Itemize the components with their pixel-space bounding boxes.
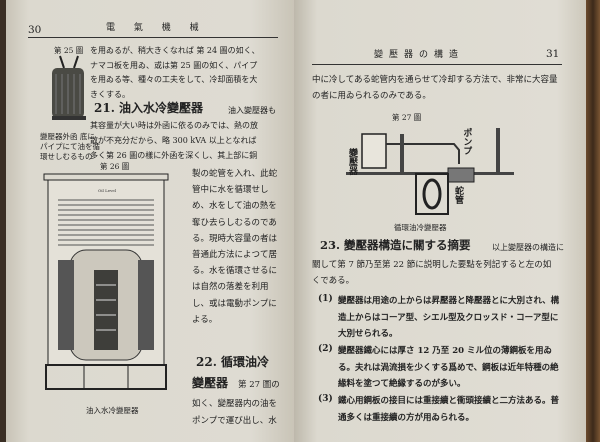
text-line: 第 27 圖の — [238, 380, 280, 390]
page-number: 31 — [546, 48, 560, 60]
section-21-body: 其容量が大い時は外函に依るのみでは、熱の放 散が不充分だから、略 300 kVA… — [90, 118, 258, 163]
left-page: 30 電 氣 機 械 第 25 圖 變壓器外函 底に パイプにて油を循 環せしむ… — [6, 0, 294, 442]
text-line: よる。 — [192, 314, 218, 325]
header-rule — [28, 37, 278, 38]
item-1: 變壓器は用途の上からは昇壓器と降壓器とに大別され、構 造上からはコーア型、シエル… — [338, 293, 559, 343]
transformer-label: 變壓器 — [347, 147, 359, 176]
oil-level-label: Oil Level — [98, 188, 117, 193]
fig27-caption: 循環油冷變壓器 — [394, 223, 447, 232]
book-cover-edge — [586, 0, 600, 442]
text-line: の者に用ゐられるのみである。 — [312, 91, 431, 101]
running-head: 變壓器の構造 — [374, 50, 465, 60]
text-line: 緣料を塗つて絶縁するのが多い。 — [338, 379, 466, 389]
section-23-heading: 23. 變壓器構造に關する摘要 — [320, 238, 471, 252]
text-line: 油入變壓器も — [228, 106, 276, 115]
fig25-illustration — [52, 55, 86, 120]
text-line: 關して第 7 節乃至第 22 節に説明した要點を列記すると左の如 — [312, 260, 552, 270]
section-22-heading-cont: 變壓器 — [192, 376, 229, 390]
text-line: くである。 — [312, 276, 355, 286]
item-2: 變壓器鐵心には厚さ 12 乃至 20 ミル位の薄鋼板を用ゐ る。夫れは渦流損を少… — [338, 343, 559, 393]
text-line: 以上變壓器の構造に — [492, 243, 564, 252]
text-line: は自然の落差を利用 — [192, 282, 269, 293]
section-23-body: 關して第 7 節乃至第 22 節に説明した要點を列記すると左の如 くである。 — [312, 257, 551, 289]
fig26-illustration: Oil Level — [43, 173, 169, 390]
caption-line: 環せしむるもの — [40, 152, 93, 161]
text-line: 變壓器は用途の上からは昇壓器と降壓器とに大別され、構 — [338, 296, 560, 306]
fig27-illustration: 變壓器 ポンプ 蛇管 — [346, 127, 514, 215]
text-line: 造上からはコーア型、シエル型及クロッスド・コーア型に — [338, 312, 559, 323]
coil-label: 蛇管 — [453, 185, 464, 205]
text-line: 中に冷してある蛇管内を通らせて冷却する方法で、非常に大容量 — [312, 75, 558, 85]
fig27-label: 第 27 圖 — [392, 113, 422, 122]
fig26-label: 第 26 圖 — [100, 162, 130, 171]
text-line: 大別せられる。 — [338, 329, 398, 339]
text-line: 變壓器鐵心には厚さ 12 乃至 20 ミル位の薄鋼板を用ゐ — [338, 346, 552, 356]
fig25-caption: 變壓器外函 底に パイプにて油を循 環せしむるもの — [40, 132, 100, 162]
text-line: 製の蛇管を入れ、此蛇 — [192, 169, 278, 179]
caption-line: 變壓器外函 底に — [40, 132, 95, 141]
text-line: 管中に水を循環せし — [192, 185, 269, 196]
right-page: 變壓器の構造 31 中に冷してある蛇管内を通らせて冷却する方法で、非常に大容量 … — [294, 0, 586, 442]
section-22-body: 如く、變壓器内の油を ポンプで運び出し、水 — [192, 396, 277, 430]
text-line: る。現時大容量の者は — [192, 233, 278, 244]
text-line: きくする。 — [90, 89, 130, 99]
pump-label: ポンプ — [461, 127, 472, 155]
text-line: め、水をして油の熱を — [192, 201, 277, 212]
fig26-caption: 油入水冷變壓器 — [86, 406, 139, 415]
section-21-heading: 21. 油入水冷變壓器 — [94, 101, 204, 115]
text-line: を用ゐるが、稍大きくなれば 第 24 圖の如く、 — [90, 46, 260, 55]
text-line: 其容量が大い時は外函に依るのみでは、熱の放 — [90, 121, 258, 130]
text-line: 普通此方法によつて居 — [192, 250, 278, 261]
page-number: 30 — [28, 24, 42, 36]
text-line: を用ゐる等、種々の工夫をして、冷却面積を大 — [90, 75, 258, 84]
text-line: る。夫れは渦流損を少くする爲めで、鋼板は近年特種の絶 — [338, 362, 559, 373]
text-line: 多く第 26 圖の樣に外函を深くし、其上部に銅 — [90, 151, 258, 160]
text-line: 鐵心用鋼板の接目には重接續と衝頭接續と二方法ある。普 — [338, 396, 560, 406]
text-line: 通多くは重接續の方が用ゐられる。 — [338, 412, 475, 423]
fig25-label: 第 25 圖 — [54, 46, 84, 55]
text-line: 奪ひ去らしむるのであ — [192, 217, 277, 228]
running-head: 電 氣 機 械 — [106, 23, 207, 33]
column-text: 製の蛇管を入れ、此蛇 管中に水を循環せし め、水をして油の熱を 奪ひ去らしむるの… — [192, 166, 277, 328]
text-line: し、或は電動ポンプに — [192, 298, 277, 309]
text-line: 如く、變壓器内の油を — [192, 399, 278, 409]
intro-paragraph: を用ゐるが、稍大きくなれば 第 24 圖の如く、 ナマコ板を用ゐ、或は第 25 … — [90, 44, 260, 102]
top-paragraph: 中に冷してある蛇管内を通らせて冷却する方法で、非常に大容量 の者に用ゐられるのみ… — [312, 72, 557, 104]
item-3-number: (3) — [318, 394, 333, 404]
item-2-number: (2) — [318, 344, 333, 354]
text-line: ポンプで運び出し、水 — [192, 416, 277, 426]
item-1-number: (1) — [318, 294, 333, 304]
text-line: る。水を循環させるに — [192, 266, 278, 277]
caption-line: パイプにて油を循 — [40, 142, 100, 151]
section-22-heading: 22. 循環油冷 — [196, 355, 270, 369]
text-line: ナマコ板を用ゐ、或は第 25 圖の如く、パイプ — [90, 60, 258, 70]
header-rule — [312, 64, 562, 65]
text-line: 散が不充分だから、略 300 kVA 以上となれば — [90, 136, 257, 145]
item-3: 鐵心用鋼板の接目には重接續と衝頭接續と二方法ある。普 通多くは重接續の方が用ゐら… — [338, 393, 559, 426]
